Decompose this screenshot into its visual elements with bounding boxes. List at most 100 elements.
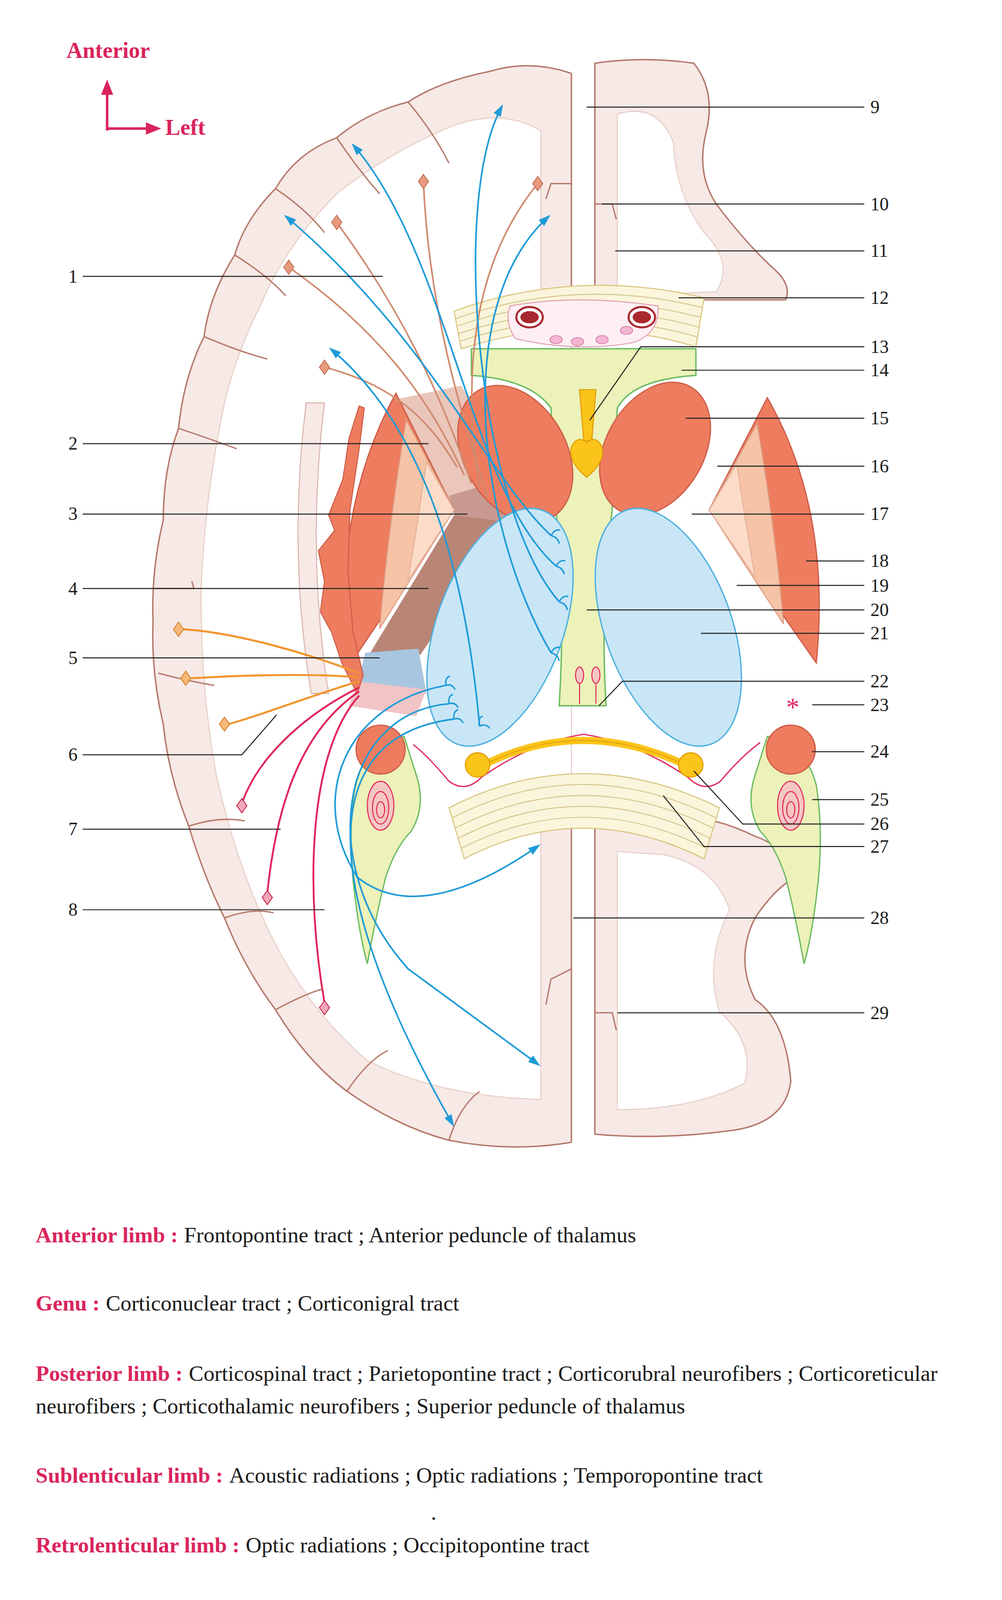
cell-bodies-red (236, 798, 330, 1015)
right-occipital-cortex-part (595, 1013, 617, 1031)
callout-number: 4 (68, 579, 78, 599)
posterior-horn-right-part (782, 791, 800, 825)
corpus-callosum-genu (453, 285, 705, 349)
leader-lines-part (812, 799, 865, 801)
posterior-horn-left-part (367, 781, 394, 831)
right-occipital-cortex (595, 808, 797, 1137)
posterior-horn-right-part (786, 801, 796, 819)
callout-number: 12 (870, 289, 889, 308)
leader-lines-part (685, 417, 864, 419)
corpus-callosum-genu-part (453, 285, 705, 349)
callout-number: 10 (870, 194, 889, 214)
leader-lines-part (691, 513, 865, 515)
leader-lines-part (82, 909, 325, 911)
cell-bodies-brown-part (418, 174, 429, 189)
right-occipital-cortex-part (595, 808, 797, 1137)
thalami (398, 489, 771, 767)
left-hemisphere-part-part (407, 101, 449, 163)
cell-bodies-red-part (319, 1000, 330, 1016)
limb-heading: Sublenticular limb : (35, 1464, 223, 1489)
left-hemisphere-part-part (188, 819, 246, 827)
legend-row: Sublenticular limb :Acoustic radiations … (35, 1460, 995, 1493)
caudate-heads (434, 362, 734, 543)
left-hemisphere-part-part (178, 428, 237, 449)
limb-heading: Genu : (35, 1291, 100, 1316)
fiber-forks-part (448, 694, 459, 709)
corpus-callosum-genu-part (632, 311, 652, 324)
cell-bodies-brown-part (331, 215, 342, 230)
asterisk-mark: * (786, 694, 800, 722)
leader-lines-part (586, 106, 865, 108)
callout-number: 21 (870, 624, 889, 644)
direction-arrows-part (105, 127, 149, 130)
choroid-loops-part (591, 667, 601, 685)
right-frontal-cortex-part (595, 59, 788, 307)
limb-heading: Retrolenticular limb : (35, 1533, 240, 1558)
thalamic-radiations-part (350, 704, 539, 1066)
cell-bodies-brown-part (283, 260, 295, 275)
leader-lines-part (82, 588, 429, 590)
thalamic-radiations (285, 105, 560, 1126)
fornix-membrane-part (479, 740, 691, 768)
leader-lines-part (82, 715, 277, 755)
limb-heading: Posterior limb : (35, 1362, 183, 1387)
claustrum-part (318, 405, 365, 694)
posterior-horn-left-part (372, 791, 389, 825)
cell-bodies-brown-part (532, 176, 543, 191)
leader-lines-part (806, 560, 864, 562)
posterior-horn-left-part (376, 801, 385, 819)
fiber-forks-part (445, 676, 455, 690)
thalami-part (566, 489, 771, 767)
callout-number: 13 (870, 337, 889, 357)
left-hemisphere-part-part (545, 183, 572, 200)
posterior-horn-right (751, 725, 821, 965)
callout-number: 3 (68, 505, 78, 524)
septum-fornix-part (570, 439, 603, 478)
leader-lines-part (693, 771, 865, 825)
right-frontal-cortex-part (595, 204, 617, 220)
thalamic-radiations-part (484, 216, 551, 654)
direction-label: Anterior (66, 39, 150, 63)
leader-lines-part (812, 704, 865, 706)
posterior-horn-left (351, 725, 421, 965)
acoustic-radiations (183, 629, 359, 725)
fornix-membrane-part (678, 752, 703, 778)
leader-lines-part (617, 1012, 865, 1014)
cell-bodies-red-part (236, 798, 248, 814)
thalamic-radiations-part (285, 216, 552, 536)
tract-list: Corticonuclear tract ; Corticonigral tra… (105, 1291, 460, 1316)
leader-lines-part (601, 203, 864, 205)
tract-list: Optic radiations ; Occipitopontine tract (245, 1533, 590, 1558)
callout-number: 25 (870, 790, 889, 810)
legend-row: Anterior limb :Frontopontine tract ; Ant… (35, 1219, 995, 1252)
tract-list: Frontopontine tract ; Anterior peduncle … (184, 1223, 636, 1248)
corpus-callosum-splenium-part (451, 784, 717, 849)
left-hemisphere-part-part (275, 989, 322, 1010)
leader-lines-part (812, 751, 865, 753)
callout-number: 5 (68, 648, 78, 668)
thalamic-radiations-part (350, 719, 454, 1126)
callout-number: 8 (68, 901, 78, 920)
acoustic-radiations-part (190, 675, 360, 679)
callout-number: 28 (870, 908, 889, 928)
tract-list: Acoustic radiations ; Optic radiations ;… (229, 1464, 763, 1489)
leader-lines-part (82, 828, 281, 830)
corpus-callosum-genu-part (516, 307, 543, 328)
frontopontine-fibers-part (472, 183, 538, 490)
temporo-occipital-fibers (243, 687, 360, 1004)
fiber-forks-part (551, 647, 561, 662)
choroid-loops (575, 667, 600, 705)
direction-arrows-part (105, 92, 109, 131)
callout-number: 20 (870, 600, 889, 620)
posterior-horn-right-part (766, 725, 816, 775)
leader-lines-part (82, 443, 429, 445)
callout-number: 16 (870, 457, 889, 476)
callout-number: 14 (870, 361, 889, 381)
leader-lines-part (678, 297, 864, 299)
callout-number: 9 (870, 97, 880, 117)
choroid-loops-part (575, 667, 584, 685)
cell-bodies-red-part (262, 890, 273, 906)
frontopontine-fibers-part (423, 181, 488, 498)
thalamic-radiations-part (335, 685, 539, 897)
